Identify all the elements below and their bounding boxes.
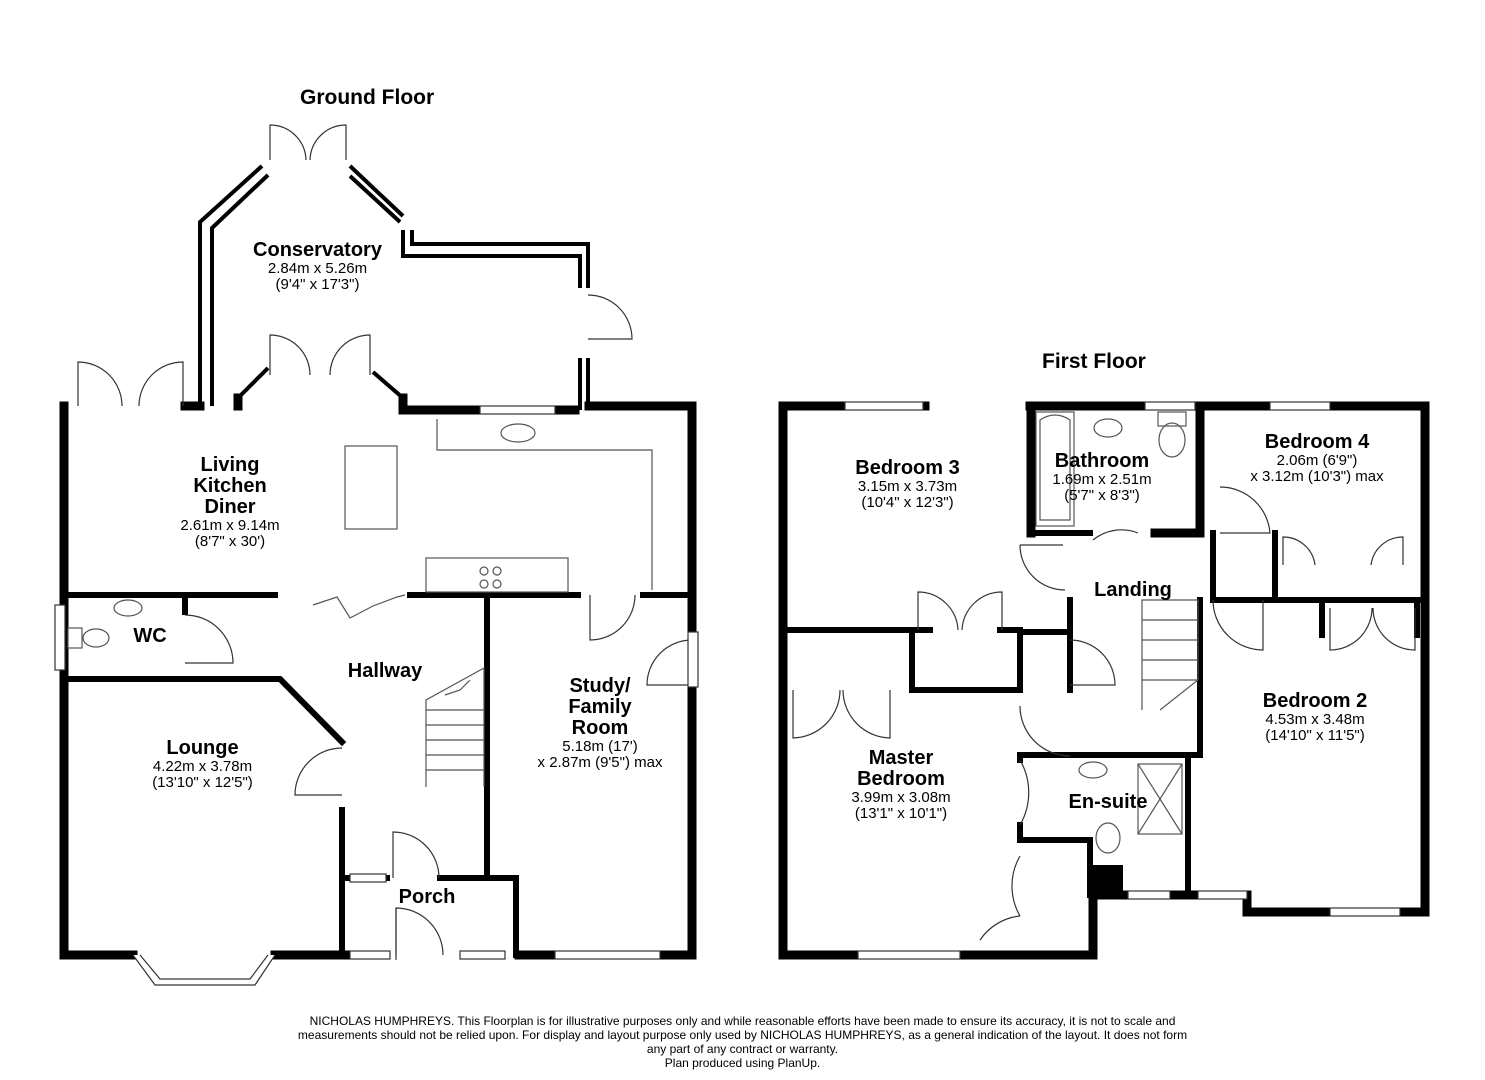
room-dim-metric: 4.22m x 3.78m <box>152 758 253 775</box>
disclaimer-line: NICHOLAS HUMPHREYS. This Floorplan is fo… <box>309 1014 1176 1028</box>
room-label-bedroom-3: Bedroom 3 3.15m x 3.73m (10'4" x 12'3") <box>815 458 1000 511</box>
room-dim-imperial: (9'4" x 17'3") <box>275 275 360 293</box>
room-dim-imperial: x 2.87m (9'5") max <box>537 753 663 771</box>
room-label-living-kitchen-diner: Living Kitchen Diner 2.61m x 9.14m (8'7"… <box>140 455 320 550</box>
room-name-line2: Family <box>568 696 632 718</box>
disclaimer-line: any part of any contract or warranty. <box>646 1042 839 1056</box>
room-dim-metric: 2.06m (6'9") <box>1276 452 1358 469</box>
room-dim-metric: 4.53m x 3.48m <box>1265 711 1365 728</box>
room-dim-imperial: (8'7" x 30') <box>194 532 266 550</box>
room-dim-imperial: (14'10" x 11'5") <box>1265 726 1365 744</box>
room-label-bathroom: Bathroom 1.69m x 2.51m (5'7" x 8'3") <box>1028 451 1176 504</box>
room-label-porch: Porch <box>382 887 472 908</box>
room-name-line1: Master <box>868 747 934 769</box>
room-dim-metric: 3.15m x 3.73m <box>857 478 958 495</box>
room-name-line3: Room <box>571 717 629 739</box>
room-name: Landing <box>1094 579 1172 601</box>
room-name: Hallway <box>347 660 423 682</box>
room-name: Bathroom <box>1054 450 1150 472</box>
first-floor-plan <box>778 401 1430 960</box>
disclaimer: NICHOLAS HUMPHREYS. This Floorplan is fo… <box>0 1014 1485 1070</box>
room-name-line3: Diner <box>204 496 256 518</box>
room-dim-metric: 2.84m x 5.26m <box>267 260 368 277</box>
room-label-lounge: Lounge 4.22m x 3.78m (13'10" x 12'5") <box>115 738 290 791</box>
room-name: En-suite <box>1068 791 1148 813</box>
first-floor-title: First Floor <box>1042 350 1146 373</box>
room-dim-metric: 3.99m x 3.08m <box>851 789 951 806</box>
ground-floor-title: Ground Floor <box>300 86 435 109</box>
room-dim-imperial: (5'7" x 8'3") <box>1064 486 1140 504</box>
room-dim-metric: 1.69m x 2.51m <box>1052 471 1152 488</box>
room-name: Bedroom 2 <box>1262 690 1368 712</box>
room-dim-imperial: (13'1" x 10'1") <box>854 804 948 822</box>
room-name: Bedroom 4 <box>1264 431 1370 453</box>
room-label-bedroom-2: Bedroom 2 4.53m x 3.48m (14'10" x 11'5") <box>1225 691 1405 744</box>
disclaimer-line: Plan produced using PlanUp. <box>664 1056 821 1070</box>
room-name-line1: Study/ <box>569 675 631 697</box>
room-dim-imperial: (10'4" x 12'3") <box>861 493 954 511</box>
room-label-en-suite: En-suite <box>1058 792 1158 813</box>
ground-floor-plan <box>54 124 699 986</box>
room-label-hallway: Hallway <box>330 661 440 682</box>
room-label-wc: WC <box>120 626 180 647</box>
room-name: WC <box>133 625 167 647</box>
room-dim-imperial: (13'10" x 12'5") <box>152 773 253 791</box>
room-name: Lounge <box>166 737 239 759</box>
room-name-line2: Bedroom <box>857 768 945 790</box>
room-dim-imperial: x 3.12m (10'3") max <box>1250 467 1384 485</box>
room-label-landing: Landing <box>1078 580 1188 601</box>
room-label-study-family-room: Study/ Family Room 5.18m (17') x 2.87m (… <box>510 676 690 771</box>
room-label-master-bedroom: Master Bedroom 3.99m x 3.08m (13'1" x 10… <box>812 748 990 822</box>
room-name-line2: Kitchen <box>193 475 267 497</box>
room-label-bedroom-4: Bedroom 4 2.06m (6'9") x 3.12m (10'3") m… <box>1228 432 1406 485</box>
room-dim-metric: 5.18m (17') <box>562 738 638 755</box>
room-label-conservatory: Conservatory 2.84m x 5.26m (9'4" x 17'3"… <box>230 240 405 293</box>
room-dim-metric: 2.61m x 9.14m <box>180 517 280 534</box>
room-name: Conservatory <box>253 239 382 261</box>
room-name: Bedroom 3 <box>855 457 960 479</box>
room-name: Porch <box>398 886 456 908</box>
room-name-line1: Living <box>200 454 260 476</box>
disclaimer-line: measurements should not be relied upon. … <box>297 1028 1188 1042</box>
